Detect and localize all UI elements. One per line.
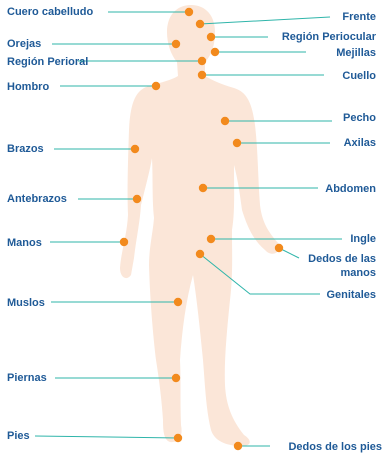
marker-dot-region-perioral xyxy=(198,57,206,65)
marker-dot-pies xyxy=(174,434,182,442)
human-silhouette-icon xyxy=(120,5,280,446)
marker-dot-manos xyxy=(120,238,128,246)
marker-dot-abdomen xyxy=(199,184,207,192)
label-piernas: Piernas xyxy=(7,372,47,384)
marker-dot-frente xyxy=(196,20,204,28)
marker-dot-piernas xyxy=(172,374,180,382)
marker-dot-genitales xyxy=(196,250,204,258)
marker-dot-muslos xyxy=(174,298,182,306)
marker-dot-pecho xyxy=(221,117,229,125)
label-muslos: Muslos xyxy=(7,297,45,309)
marker-dot-axilas xyxy=(233,139,241,147)
marker-dot-region-periocular xyxy=(207,33,215,41)
label-region-perioral: Región Perioral xyxy=(7,56,88,68)
label-genitales: Genitales xyxy=(326,289,376,301)
label-orejas: Orejas xyxy=(7,38,41,50)
label-axilas: Axilas xyxy=(344,137,376,149)
marker-dot-brazos xyxy=(131,145,139,153)
marker-dot-antebrazos xyxy=(133,195,141,203)
label-frente: Frente xyxy=(342,11,376,23)
label-ingle: Ingle xyxy=(350,233,376,245)
label-manos: Manos xyxy=(7,237,42,249)
marker-dot-cuello xyxy=(198,71,206,79)
label-mejillas: Mejillas xyxy=(336,47,376,59)
leader-line-frente xyxy=(200,17,330,24)
leader-line-pies xyxy=(35,436,178,438)
label-abdomen: Abdomen xyxy=(325,183,376,195)
marker-dot-ingle xyxy=(207,235,215,243)
marker-dot-cuero-cabelludo xyxy=(185,8,193,16)
label-pies: Pies xyxy=(7,430,30,442)
label-cuello: Cuello xyxy=(342,70,376,82)
label-brazos: Brazos xyxy=(7,143,44,155)
marker-dot-dedos-de-las-manos xyxy=(275,244,283,252)
marker-dot-orejas xyxy=(172,40,180,48)
label-antebrazos: Antebrazos xyxy=(7,193,67,205)
label-region-periocular: Región Periocular xyxy=(282,31,377,43)
marker-dot-mejillas xyxy=(211,48,219,56)
label-cuero-cabelludo: Cuero cabelludo xyxy=(7,6,93,18)
marker-dot-dedos-de-los-pies xyxy=(234,442,242,450)
label-dedos-de-los-pies: Dedos de los pies xyxy=(288,441,382,453)
label-hombro: Hombro xyxy=(7,81,49,93)
label-pecho: Pecho xyxy=(343,112,376,124)
marker-dot-hombro xyxy=(152,82,160,90)
